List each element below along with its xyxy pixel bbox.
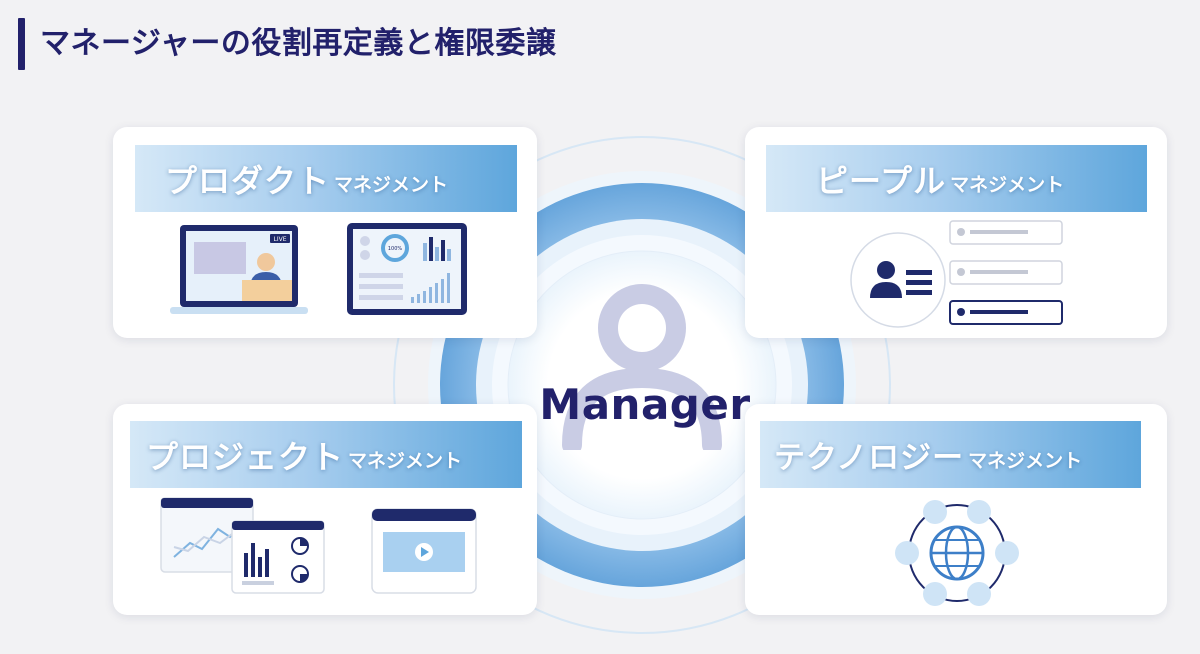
project-analytics-icon <box>160 497 330 597</box>
project-title: プロジェクト <box>146 432 344 478</box>
product-title: プロダクト <box>165 156 330 202</box>
people-suffix: マネジメント <box>950 170 1064 197</box>
technology-management-label: テクノロジー マネジメント <box>760 421 1141 488</box>
progress-label: 100% <box>388 246 403 252</box>
dashboard-tablet-icon: 100% <box>345 221 469 317</box>
product-suffix: マネジメント <box>334 170 448 197</box>
project-management-label: プロジェクト マネジメント <box>130 421 522 488</box>
project-suffix: マネジメント <box>348 446 462 473</box>
people-management-label: ピープル マネジメント <box>766 145 1147 212</box>
technology-title: テクノロジー <box>774 432 964 477</box>
laptop-live-icon: LIVE <box>170 220 310 320</box>
technology-suffix: マネジメント <box>968 446 1082 473</box>
technology-globe-network-icon <box>893 498 1021 608</box>
live-badge-text: LIVE <box>273 236 286 243</box>
product-management-label: プロダクト マネジメント <box>135 145 517 212</box>
manager-label: Manager <box>500 380 790 429</box>
people-title: ピープル <box>816 156 946 202</box>
people-profile-list-icon <box>848 216 1068 334</box>
video-window-icon <box>371 508 477 596</box>
